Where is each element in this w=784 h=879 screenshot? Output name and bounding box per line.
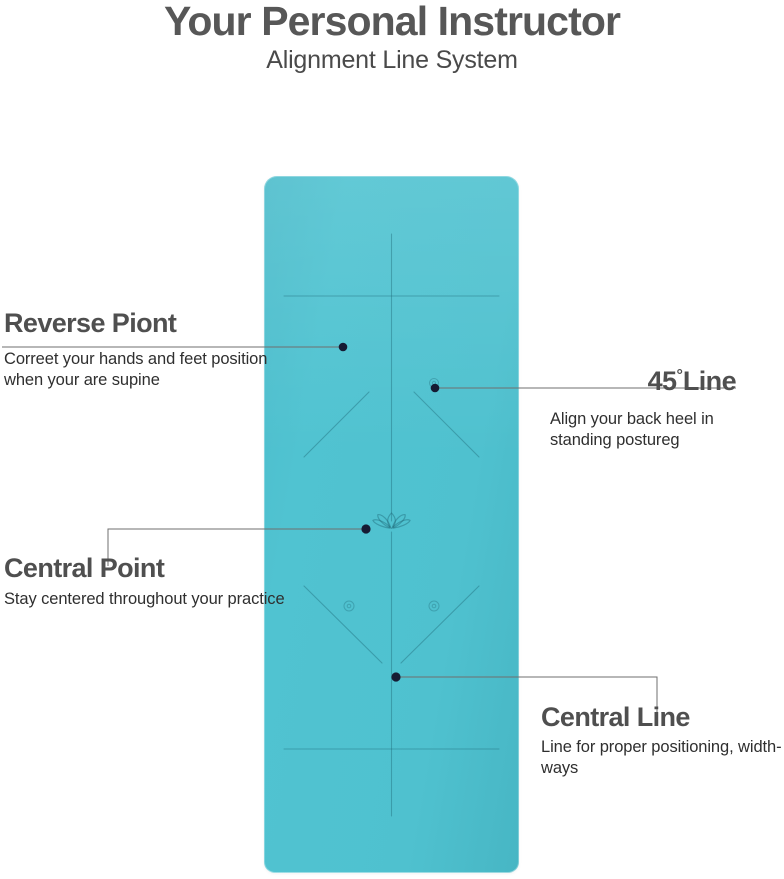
- lotus-icon: [372, 512, 411, 529]
- callout-reverse-point-title: Reverse Piont: [4, 308, 177, 338]
- callout-reverse-point-body: Correet your hands and feet position whe…: [4, 350, 268, 390]
- callout-central-line: Central Line Line for proper positioning…: [541, 702, 784, 779]
- callout-45-line-number: 45: [647, 366, 677, 396]
- callout-central-line-body: Line for proper positioning, width-ways: [541, 738, 782, 778]
- mat-edge: [264, 176, 519, 873]
- page-subtitle: Alignment Line System: [266, 46, 518, 74]
- callout-45-line-title: 45°Line: [436, 366, 737, 397]
- callout-reverse-point: Reverse Piont Correet your hands and fee…: [4, 308, 304, 391]
- page-title: Your Personal Instructor: [163, 0, 621, 44]
- mat-diagonal-lower-right: [400, 585, 480, 664]
- callout-central-point: Central Point Stay centered throughout y…: [4, 553, 304, 610]
- callout-45-line: 45°Line Align your back heel in standing…: [436, 366, 737, 451]
- mat-diagonal-lower-left: [303, 585, 383, 664]
- callout-central-point-body: Stay centered throughout your practice: [4, 590, 285, 608]
- degree-symbol-icon: °: [676, 367, 683, 384]
- callout-central-line-title: Central Line: [541, 702, 690, 732]
- mat-alignment-lines: [283, 233, 500, 817]
- callout-central-point-title: Central Point: [4, 553, 165, 583]
- callout-45-line-body: Align your back heel in standing posture…: [550, 410, 714, 450]
- mat-marker-circle-lower-left: [343, 600, 355, 612]
- yoga-mat-image: [264, 176, 519, 873]
- callout-45-line-word: Line: [682, 366, 737, 396]
- mat-diagonal-upper-left: [303, 391, 370, 458]
- mat-marker-circle-lower-right: [428, 600, 440, 612]
